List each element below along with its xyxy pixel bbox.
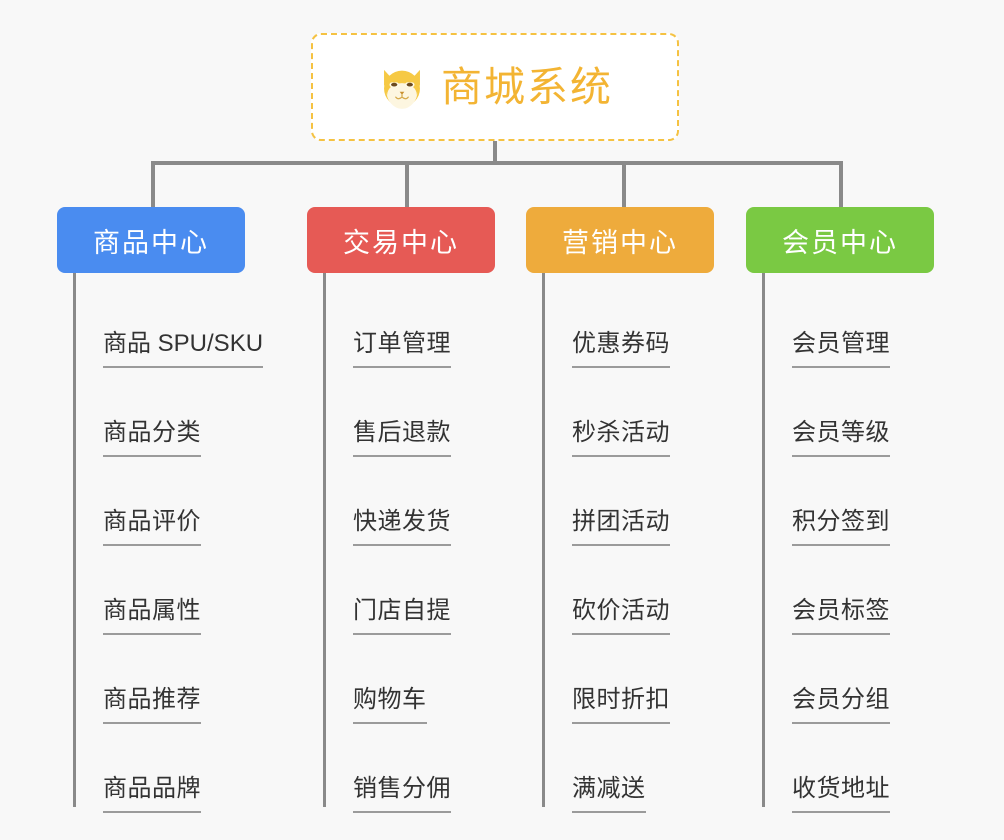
leaf-item-label: 售后退款 bbox=[353, 421, 451, 457]
connector-drop-member-center bbox=[839, 161, 843, 207]
leaf-item-label: 秒杀活动 bbox=[572, 421, 670, 457]
leaf-item-label: 会员等级 bbox=[792, 421, 890, 457]
leaf-item[interactable]: 会员分组 bbox=[746, 635, 934, 724]
connector-trunk-product-center bbox=[73, 273, 76, 807]
connector-drop-marketing-center bbox=[622, 161, 626, 207]
leaf-item-label: 优惠券码 bbox=[572, 332, 670, 368]
leaf-item[interactable]: 商品评价 bbox=[57, 457, 245, 546]
leaf-item[interactable]: 快递发货 bbox=[307, 457, 495, 546]
leaf-item-label: 商品推荐 bbox=[103, 688, 201, 724]
branch-header-trade-center[interactable]: 交易中心 bbox=[307, 207, 495, 273]
branch-column-trade-center: 交易中心订单管理售后退款快递发货门店自提购物车销售分佣 bbox=[307, 207, 495, 813]
branch-header-product-center[interactable]: 商品中心 bbox=[57, 207, 245, 273]
branch-column-marketing-center: 营销中心优惠券码秒杀活动拼团活动砍价活动限时折扣满减送 bbox=[526, 207, 714, 813]
leaf-item-label: 购物车 bbox=[353, 688, 427, 724]
leaf-item[interactable]: 商品品牌 bbox=[57, 724, 245, 813]
root-node[interactable]: 商城系统 bbox=[311, 33, 679, 141]
connector-horizontal-bus bbox=[151, 161, 839, 165]
leaf-item-label: 会员管理 bbox=[792, 332, 890, 368]
connector-drop-product-center bbox=[151, 161, 155, 207]
leaf-item[interactable]: 购物车 bbox=[307, 635, 495, 724]
leaf-item[interactable]: 销售分佣 bbox=[307, 724, 495, 813]
branch-items-product-center: 商品 SPU/SKU 商品分类商品评价商品属性商品推荐商品品牌 bbox=[57, 273, 264, 813]
leaf-item-label: 积分签到 bbox=[792, 510, 890, 546]
leaf-item-label: 商品品牌 bbox=[103, 777, 201, 813]
leaf-item[interactable]: 门店自提 bbox=[307, 546, 495, 635]
leaf-item[interactable]: 秒杀活动 bbox=[526, 368, 714, 457]
leaf-item[interactable]: 商品属性 bbox=[57, 546, 245, 635]
leaf-item-label: 商品分类 bbox=[103, 421, 201, 457]
branch-items-trade-center: 订单管理售后退款快递发货门店自提购物车销售分佣 bbox=[307, 273, 495, 813]
leaf-item-label: 会员分组 bbox=[792, 688, 890, 724]
branch-items-member-center: 会员管理会员等级积分签到会员标签会员分组收货地址 bbox=[746, 273, 934, 813]
leaf-item-label: 商品属性 bbox=[103, 599, 201, 635]
leaf-item-label: 商品评价 bbox=[103, 510, 201, 546]
leaf-item-label: 订单管理 bbox=[353, 332, 451, 368]
branch-column-member-center: 会员中心会员管理会员等级积分签到会员标签会员分组收货地址 bbox=[746, 207, 934, 813]
leaf-item[interactable]: 商品分类 bbox=[57, 368, 245, 457]
leaf-item[interactable]: 满减送 bbox=[526, 724, 714, 813]
leaf-item-label: 砍价活动 bbox=[572, 599, 670, 635]
leaf-item-label: 限时折扣 bbox=[572, 688, 670, 724]
leaf-item-label: 销售分佣 bbox=[353, 777, 451, 813]
leaf-item-label: 收货地址 bbox=[792, 777, 890, 813]
leaf-item-label: 门店自提 bbox=[353, 599, 451, 635]
leaf-item[interactable]: 砍价活动 bbox=[526, 546, 714, 635]
leaf-item[interactable]: 收货地址 bbox=[746, 724, 934, 813]
leaf-item-label: 满减送 bbox=[572, 777, 646, 813]
leaf-item[interactable]: 会员标签 bbox=[746, 546, 934, 635]
leaf-item[interactable]: 订单管理 bbox=[307, 279, 495, 368]
leaf-item-label: 会员标签 bbox=[792, 599, 890, 635]
connector-trunk-trade-center bbox=[323, 273, 326, 807]
leaf-item-label: 快递发货 bbox=[353, 510, 451, 546]
branch-header-member-center[interactable]: 会员中心 bbox=[746, 207, 934, 273]
leaf-item[interactable]: 积分签到 bbox=[746, 457, 934, 546]
leaf-item[interactable]: 售后退款 bbox=[307, 368, 495, 457]
leaf-item[interactable]: 会员等级 bbox=[746, 368, 934, 457]
leaf-item[interactable]: 拼团活动 bbox=[526, 457, 714, 546]
root-title: 商城系统 bbox=[441, 63, 613, 110]
leaf-item[interactable]: 优惠券码 bbox=[526, 279, 714, 368]
connector-root-stem bbox=[493, 141, 497, 164]
leaf-item[interactable]: 商品 SPU/SKU bbox=[57, 279, 264, 368]
branch-column-product-center: 商品中心商品 SPU/SKU 商品分类商品评价商品属性商品推荐商品品牌 bbox=[57, 207, 264, 813]
leaf-item[interactable]: 会员管理 bbox=[746, 279, 934, 368]
shiba-dog-face-icon bbox=[377, 62, 427, 112]
leaf-item[interactable]: 商品推荐 bbox=[57, 635, 245, 724]
leaf-item[interactable]: 限时折扣 bbox=[526, 635, 714, 724]
branch-header-marketing-center[interactable]: 营销中心 bbox=[526, 207, 714, 273]
branch-items-marketing-center: 优惠券码秒杀活动拼团活动砍价活动限时折扣满减送 bbox=[526, 273, 714, 813]
connector-trunk-member-center bbox=[762, 273, 765, 807]
leaf-item-label: 拼团活动 bbox=[572, 510, 670, 546]
connector-drop-trade-center bbox=[405, 161, 409, 207]
leaf-item-label: 商品 SPU/SKU bbox=[103, 332, 264, 368]
connector-trunk-marketing-center bbox=[542, 273, 545, 807]
